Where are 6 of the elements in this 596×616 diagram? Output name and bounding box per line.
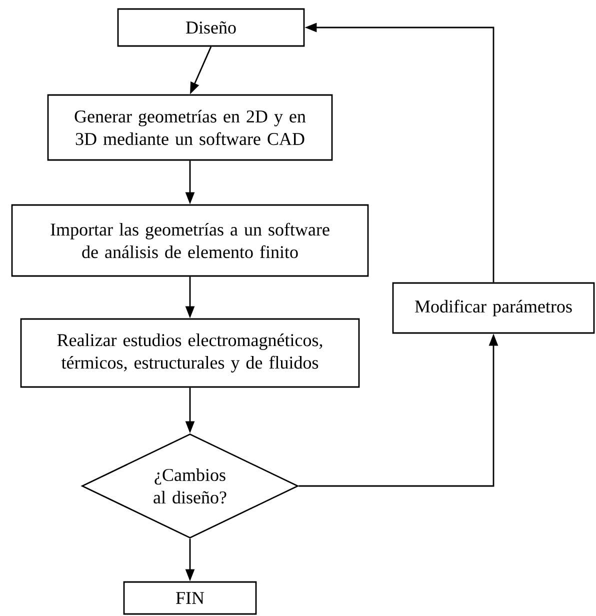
process-box: Modificar parámetros [392, 282, 595, 334]
process-box: Generar geometrías en 2D y en 3D mediante un software CAD [47, 94, 333, 161]
process-box: Importar las geometrías a un software de análisis de elemento finito [11, 204, 369, 277]
process-box: Realizar estudios electromagnéticos, térmicos, estructurales y de fluidos [20, 318, 360, 388]
process-box: FIN [123, 581, 257, 615]
process-box: Diseño [117, 8, 305, 47]
